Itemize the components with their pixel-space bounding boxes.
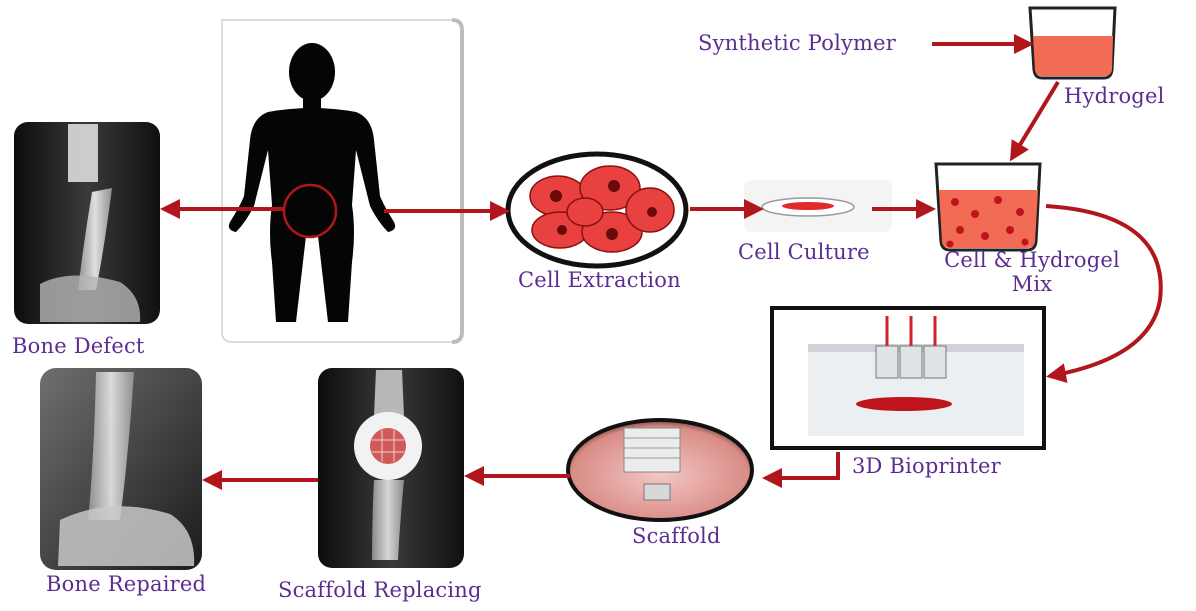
bone-defect-xray bbox=[14, 122, 160, 324]
arrow-hydrogel-to-mix bbox=[1009, 80, 1060, 162]
bone-repaired-label: Bone Repaired bbox=[46, 572, 207, 596]
flow-arrows bbox=[160, 34, 1163, 490]
scaffold-image bbox=[566, 418, 754, 522]
cell-extraction-image bbox=[505, 151, 689, 269]
scaffold-label: Scaffold bbox=[632, 524, 721, 548]
bioprinter-label: 3D Bioprinter bbox=[852, 454, 1001, 478]
synthetic-polymer-label: Synthetic Polymer bbox=[698, 31, 897, 55]
cell-culture-dish bbox=[744, 180, 892, 232]
arrow-printer-to-scaffold bbox=[762, 452, 840, 488]
scaffold-replacing-label: Scaffold Replacing bbox=[278, 578, 482, 602]
hydrogel-beaker bbox=[1028, 6, 1117, 80]
cell-extraction-label: Cell Extraction bbox=[518, 268, 681, 292]
arrow-mix-to-printer bbox=[1045, 204, 1163, 384]
human-body-panel bbox=[221, 18, 464, 344]
cell-hydrogel-mix-label-line2: Mix bbox=[1011, 272, 1053, 296]
hydrogel-label: Hydrogel bbox=[1064, 84, 1165, 108]
scaffold-replacing-xray bbox=[318, 368, 464, 568]
cell-hydrogel-mix-beaker bbox=[934, 162, 1042, 252]
bone-defect-label: Bone Defect bbox=[12, 334, 145, 358]
human-silhouette bbox=[228, 43, 396, 322]
cell-culture-label: Cell Culture bbox=[738, 240, 870, 264]
cell-hydrogel-mix-label-line1: Cell & Hydrogel bbox=[944, 248, 1120, 272]
bone-repaired-xray bbox=[40, 368, 202, 570]
bioprinter-image bbox=[770, 306, 1046, 450]
